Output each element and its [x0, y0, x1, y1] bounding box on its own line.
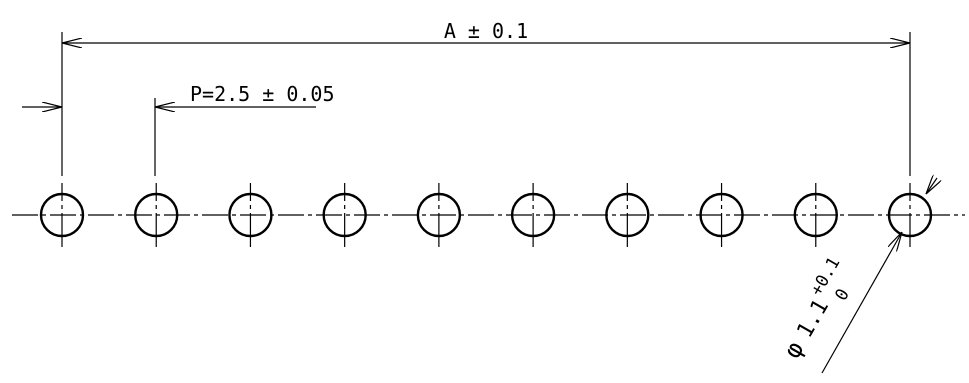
- pitch-dimension-label: P=2.5 ± 0.05: [190, 82, 335, 106]
- hole: [887, 183, 933, 247]
- diameter-symbol: φ: [778, 336, 809, 363]
- hole: [134, 183, 179, 247]
- hole: [39, 183, 85, 247]
- diameter-leader-line: [821, 232, 902, 374]
- hole: [416, 183, 462, 247]
- hole: [793, 183, 838, 247]
- diameter-dimension-text: φ 1.1 +0.1 0: [778, 254, 854, 363]
- diameter-leader-tick: [926, 178, 937, 194]
- hole: [322, 183, 367, 247]
- hole: [510, 183, 556, 247]
- hole: [699, 183, 744, 247]
- holes-group: [39, 183, 933, 247]
- diameter-nominal-value: 1.1: [793, 295, 835, 342]
- hole: [228, 183, 273, 247]
- hole: [605, 183, 650, 247]
- overall-dimension-label: A ± 0.1: [444, 19, 528, 43]
- diameter-lower-tolerance: 0: [831, 286, 853, 305]
